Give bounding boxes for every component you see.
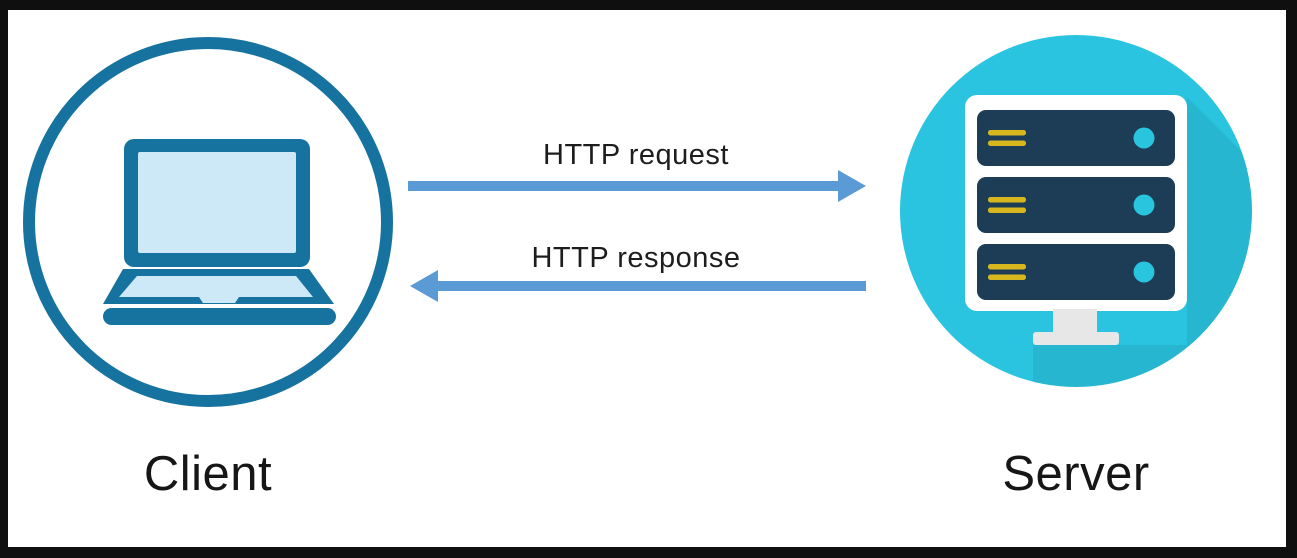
server-rack-icon bbox=[965, 95, 1187, 345]
http-response-label: HTTP response bbox=[531, 242, 741, 274]
http-response-arrow-shaft bbox=[438, 281, 866, 291]
server-long-shadow bbox=[1033, 97, 1252, 387]
http-request-arrow-shaft bbox=[408, 181, 840, 191]
http-response-arrowhead-icon bbox=[410, 270, 438, 302]
client-circle bbox=[23, 37, 393, 407]
http-request-label: HTTP request bbox=[543, 139, 729, 171]
server-circle bbox=[900, 35, 1252, 387]
client-label: Client bbox=[143, 447, 273, 501]
laptop-icon bbox=[103, 139, 336, 325]
server-label: Server bbox=[1002, 447, 1150, 501]
http-request-arrowhead-icon bbox=[838, 170, 866, 202]
